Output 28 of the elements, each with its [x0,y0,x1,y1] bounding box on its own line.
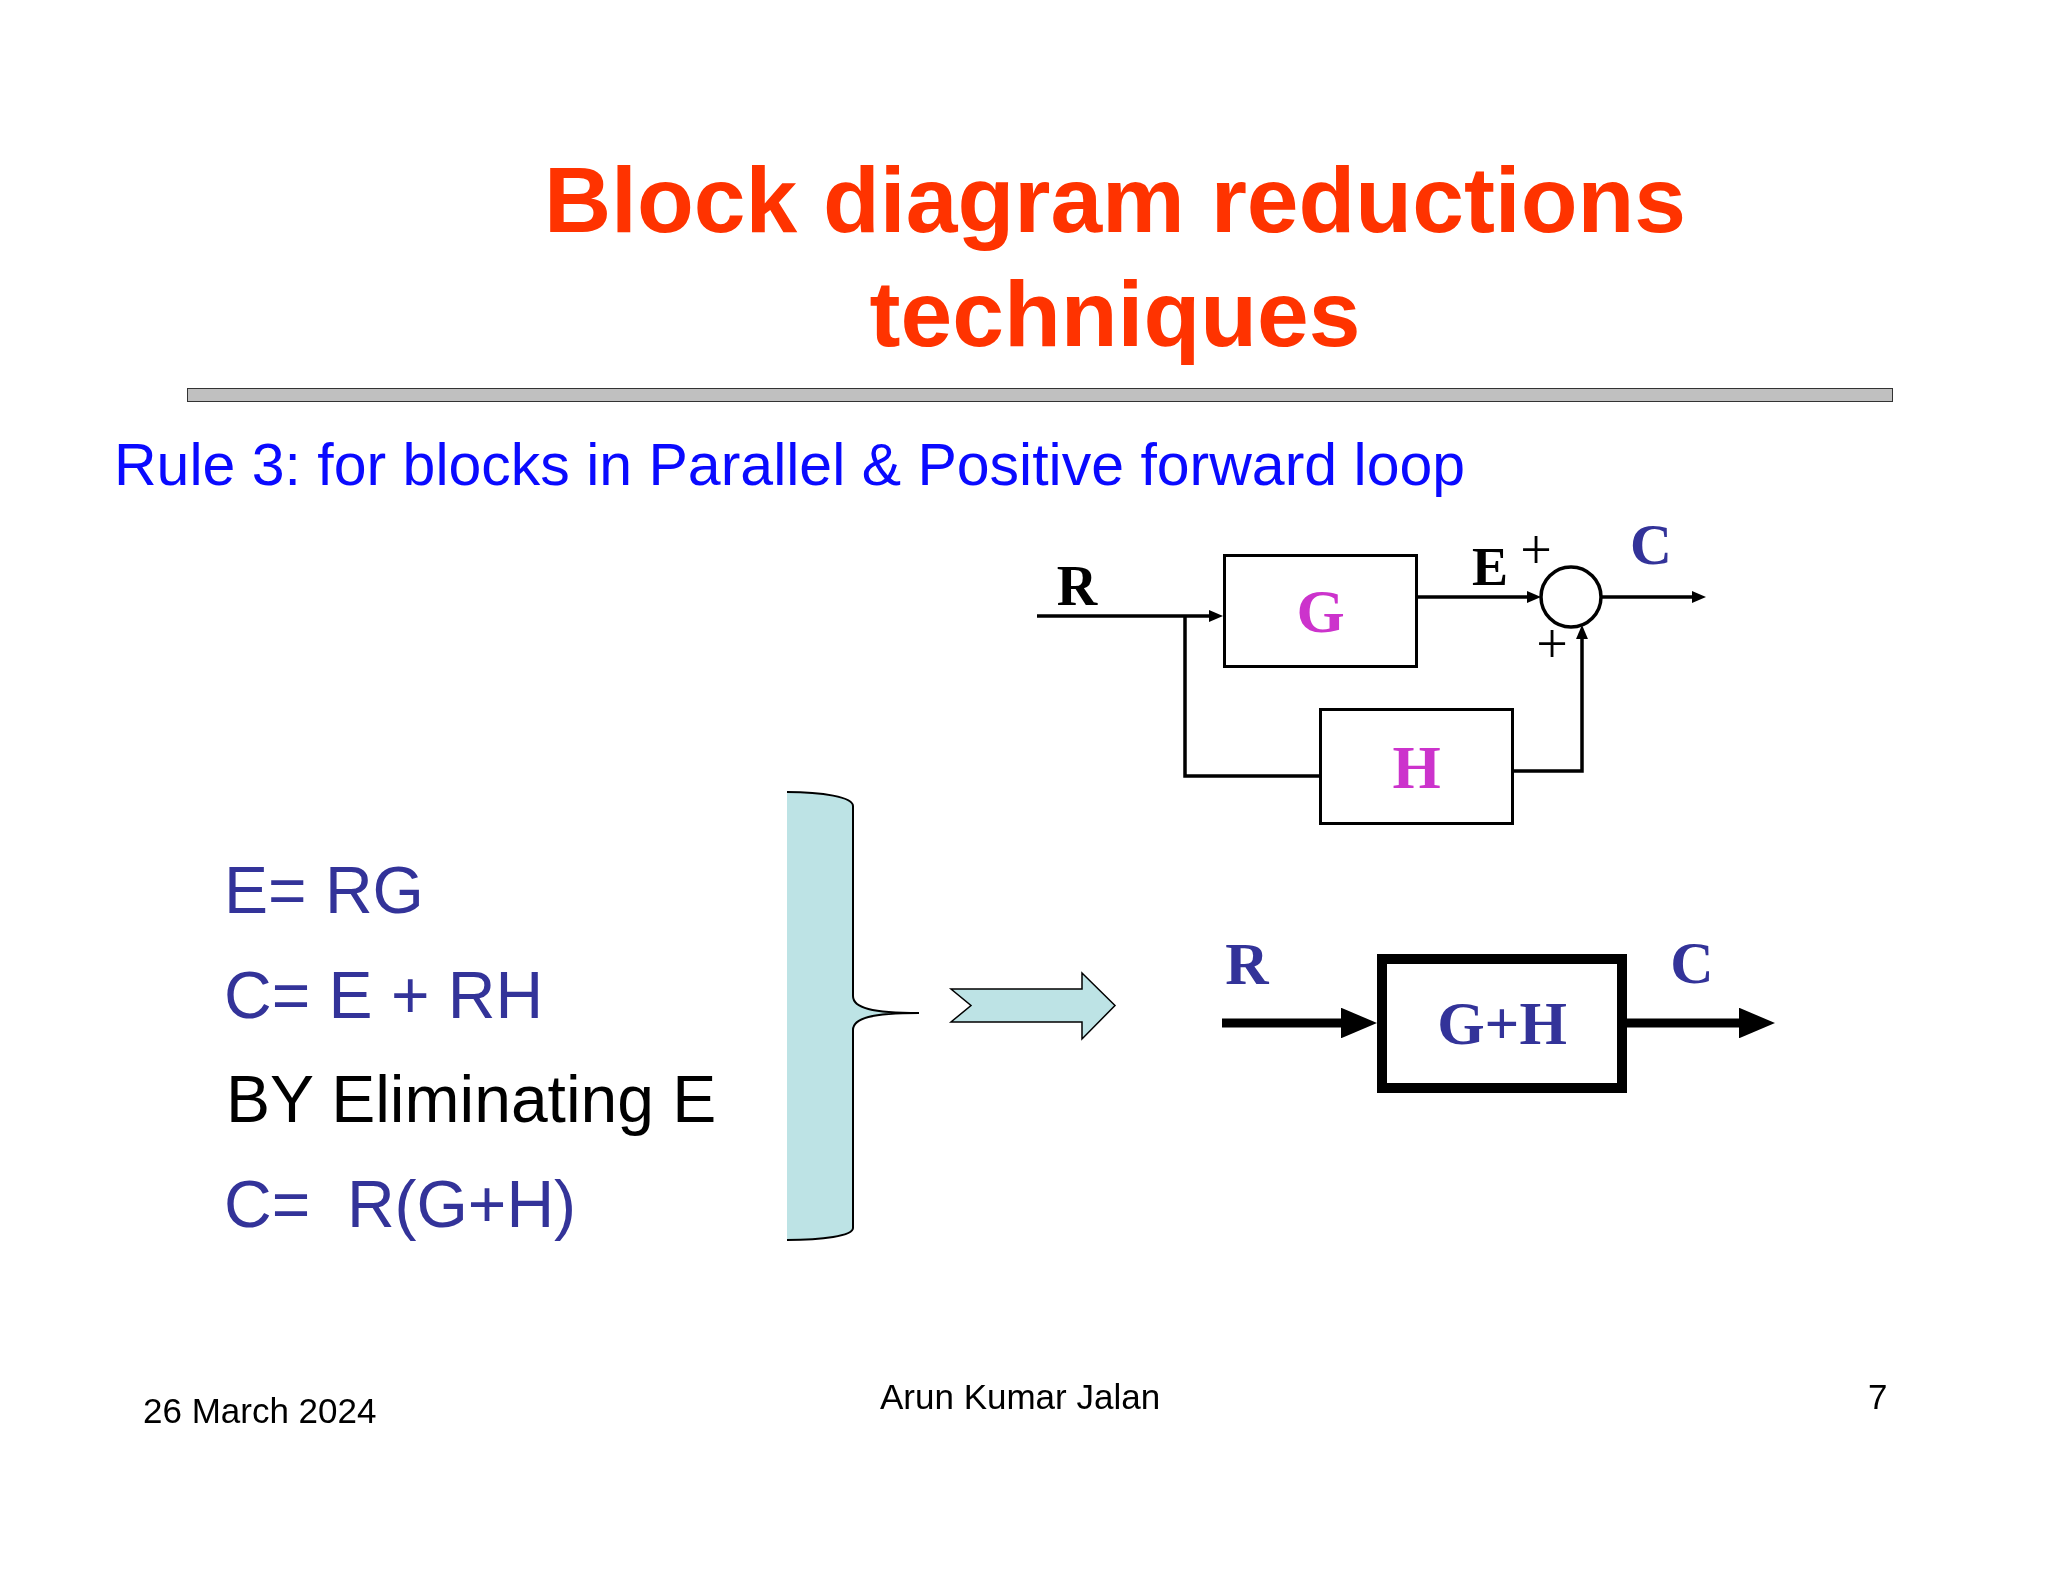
summing-junction [1539,565,1603,629]
page-number: 7 [1868,1377,1888,1418]
arrow [1601,591,1706,603]
arrow [1222,1007,1377,1039]
author-name: Arun Kumar Jalan [880,1377,1161,1418]
rule-heading: Rule 3: for blocks in Parallel & Positive forward loop [114,432,1466,500]
signal-label: E [1472,540,1508,594]
signal-label: R [1225,934,1269,994]
equation: C= R(G+H) [224,1167,577,1243]
title-bar [187,388,1893,402]
sign-label: + [1536,628,1568,662]
equation: C= E + RH [224,958,544,1034]
step-note: BY Eliminating E [226,1062,717,1138]
signal-label: C [1670,933,1714,993]
connector-line [1183,616,1319,778]
sign-label: + [1520,534,1552,568]
arrow [1514,624,1588,773]
transfer-function-block: G+H [1377,954,1627,1093]
equation: E= RG [224,853,424,929]
arrow [1418,591,1541,603]
date-text: 26 March 2024 [143,1391,377,1432]
signal-label: C [1630,516,1672,574]
arrow [1627,1007,1775,1039]
signal-label: R [1056,558,1098,614]
transfer-function-block: H [1319,708,1514,825]
transfer-function-block: G [1223,554,1418,668]
arrow [1037,610,1223,622]
slide-title: Block diagram reductions techniques [542,147,1688,368]
